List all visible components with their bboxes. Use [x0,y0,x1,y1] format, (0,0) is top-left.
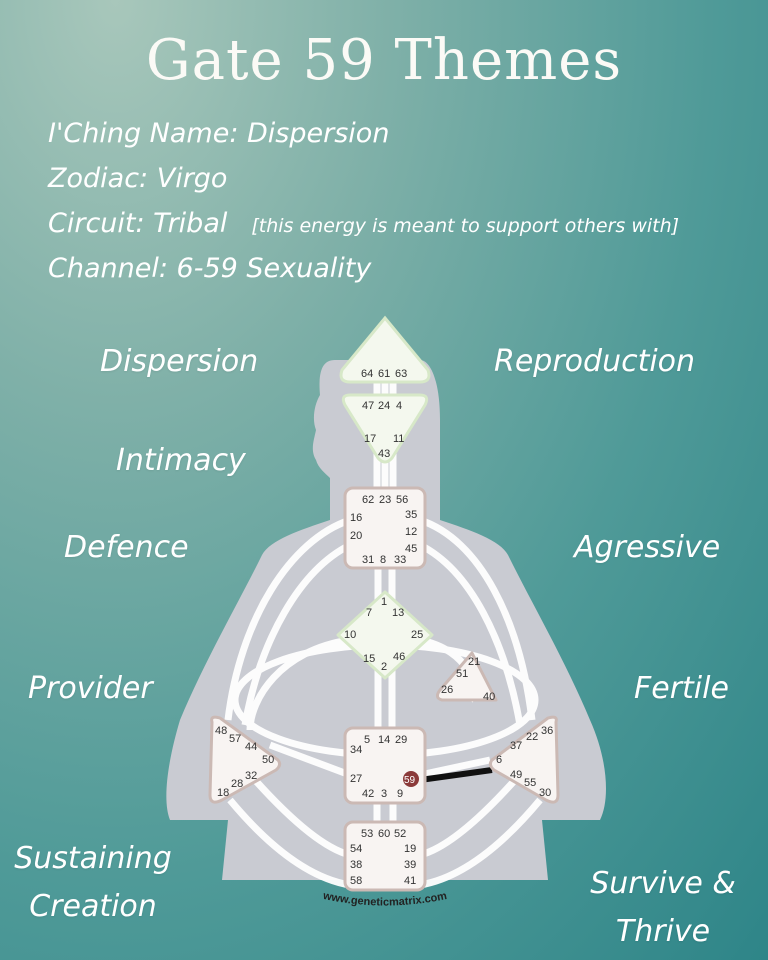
gate-50: 50 [262,754,274,766]
theme-dispersion: Dispersion [100,344,259,379]
theme-fertile: Fertile [634,671,729,706]
gate-5: 5 [364,734,370,746]
gate-18: 18 [217,787,229,799]
gate-9: 9 [397,788,403,800]
gate-22: 22 [526,731,538,743]
gate-30: 30 [539,787,551,799]
gate-10: 10 [344,629,356,641]
gate-36: 36 [541,725,553,737]
gate-14: 14 [378,734,390,746]
gate-2: 2 [381,661,387,673]
gate-32: 32 [245,770,257,782]
gate-8: 8 [380,554,386,566]
g-center: 1 7 13 10 25 15 46 2 [336,590,434,680]
spleen-center: 48 57 44 50 32 28 18 [208,715,282,804]
gate-34: 34 [350,744,362,756]
gate-45: 45 [405,543,417,555]
ajna-center: 47 24 4 17 11 43 [341,393,429,464]
theme-reproduction: Reproduction [494,344,696,379]
gate-42: 42 [362,788,374,800]
gate-12: 12 [405,526,417,538]
gate-21: 21 [468,656,480,668]
theme-defence: Defence [64,530,189,565]
root-center: 53 60 52 54 19 38 39 58 41 [343,820,427,892]
gate-33: 33 [394,554,406,566]
gate-54: 54 [350,843,362,855]
gate-27: 27 [350,773,362,785]
solar-plexus-center: 36 22 37 6 49 55 30 [488,715,560,804]
channel: Channel: 6-59 Sexuality [48,253,372,284]
gate-64: 64 [361,368,373,380]
gate-24: 24 [378,400,390,412]
gate-59: 59 [404,775,416,786]
gate-62: 62 [362,494,374,506]
gate-43: 43 [378,448,390,460]
gate-41: 41 [404,875,416,887]
body-silhouette [166,360,606,820]
gate-35: 35 [405,509,417,521]
gate-40: 40 [483,691,495,703]
gate-63: 63 [395,368,407,380]
gate-47: 47 [362,400,374,412]
gate-19: 19 [404,843,416,855]
gate-23: 23 [379,494,391,506]
gate-16: 16 [350,512,362,524]
throat-center: 62 23 56 16 35 12 20 45 31 8 33 [343,486,427,570]
gate-26: 26 [441,684,453,696]
gate-7: 7 [366,607,372,619]
gate-11: 11 [393,433,404,445]
theme-sustaining-creation: Sustaining Creation [14,841,172,924]
watermark: www.geneticmatrix.com [321,890,448,909]
gate-60: 60 [378,828,390,840]
circuit: Circuit: Tribal [this energy is meant to … [48,208,679,239]
gate-38: 38 [350,859,362,871]
head-center: 64 61 63 [339,315,431,384]
gate-57: 57 [229,733,241,745]
gate-3: 3 [381,788,387,800]
gate-37: 37 [510,740,522,752]
gate-53: 53 [361,828,373,840]
gate-51: 51 [456,668,468,680]
gate-44: 44 [245,741,257,753]
theme-provider: Provider [28,671,153,706]
gate-49: 49 [510,769,522,781]
gate-17: 17 [364,433,376,445]
gate-48: 48 [215,725,227,737]
ego-center: 21 51 26 40 [435,651,498,703]
sacral-center: 5 14 29 34 27 59 42 3 9 [343,726,427,805]
gate-58: 58 [350,875,362,887]
circuit-note: [this energy is meant to support others … [251,215,680,237]
gate-46: 46 [393,651,405,663]
circuit-label: Circuit: Tribal [48,208,228,239]
theme-agressive: Agressive [574,530,721,565]
gate-13: 13 [392,607,404,619]
gate-6: 6 [496,754,502,766]
theme-survive-thrive: Survive & Thrive [590,866,736,949]
gate-4: 4 [396,400,402,412]
gate-28: 28 [231,778,243,790]
gate-55: 55 [524,777,536,789]
page-title: Gate 59 Themes [145,28,623,93]
gate-31: 31 [362,554,374,566]
gate-1: 1 [381,596,387,608]
zodiac: Zodiac: Virgo [48,163,228,194]
iching-name: I'Ching Name: Dispersion [48,118,390,149]
gate-59-active [403,771,419,787]
gate-25: 25 [411,629,423,641]
gate-29: 29 [395,734,407,746]
gate-39: 39 [404,859,416,871]
gate-20: 20 [350,530,362,542]
active-channel-6-59 [419,767,493,783]
gate-61: 61 [378,368,390,380]
theme-intimacy: Intimacy [116,443,246,478]
gate-15: 15 [363,653,375,665]
gate-52: 52 [394,828,406,840]
gate-56: 56 [396,494,408,506]
